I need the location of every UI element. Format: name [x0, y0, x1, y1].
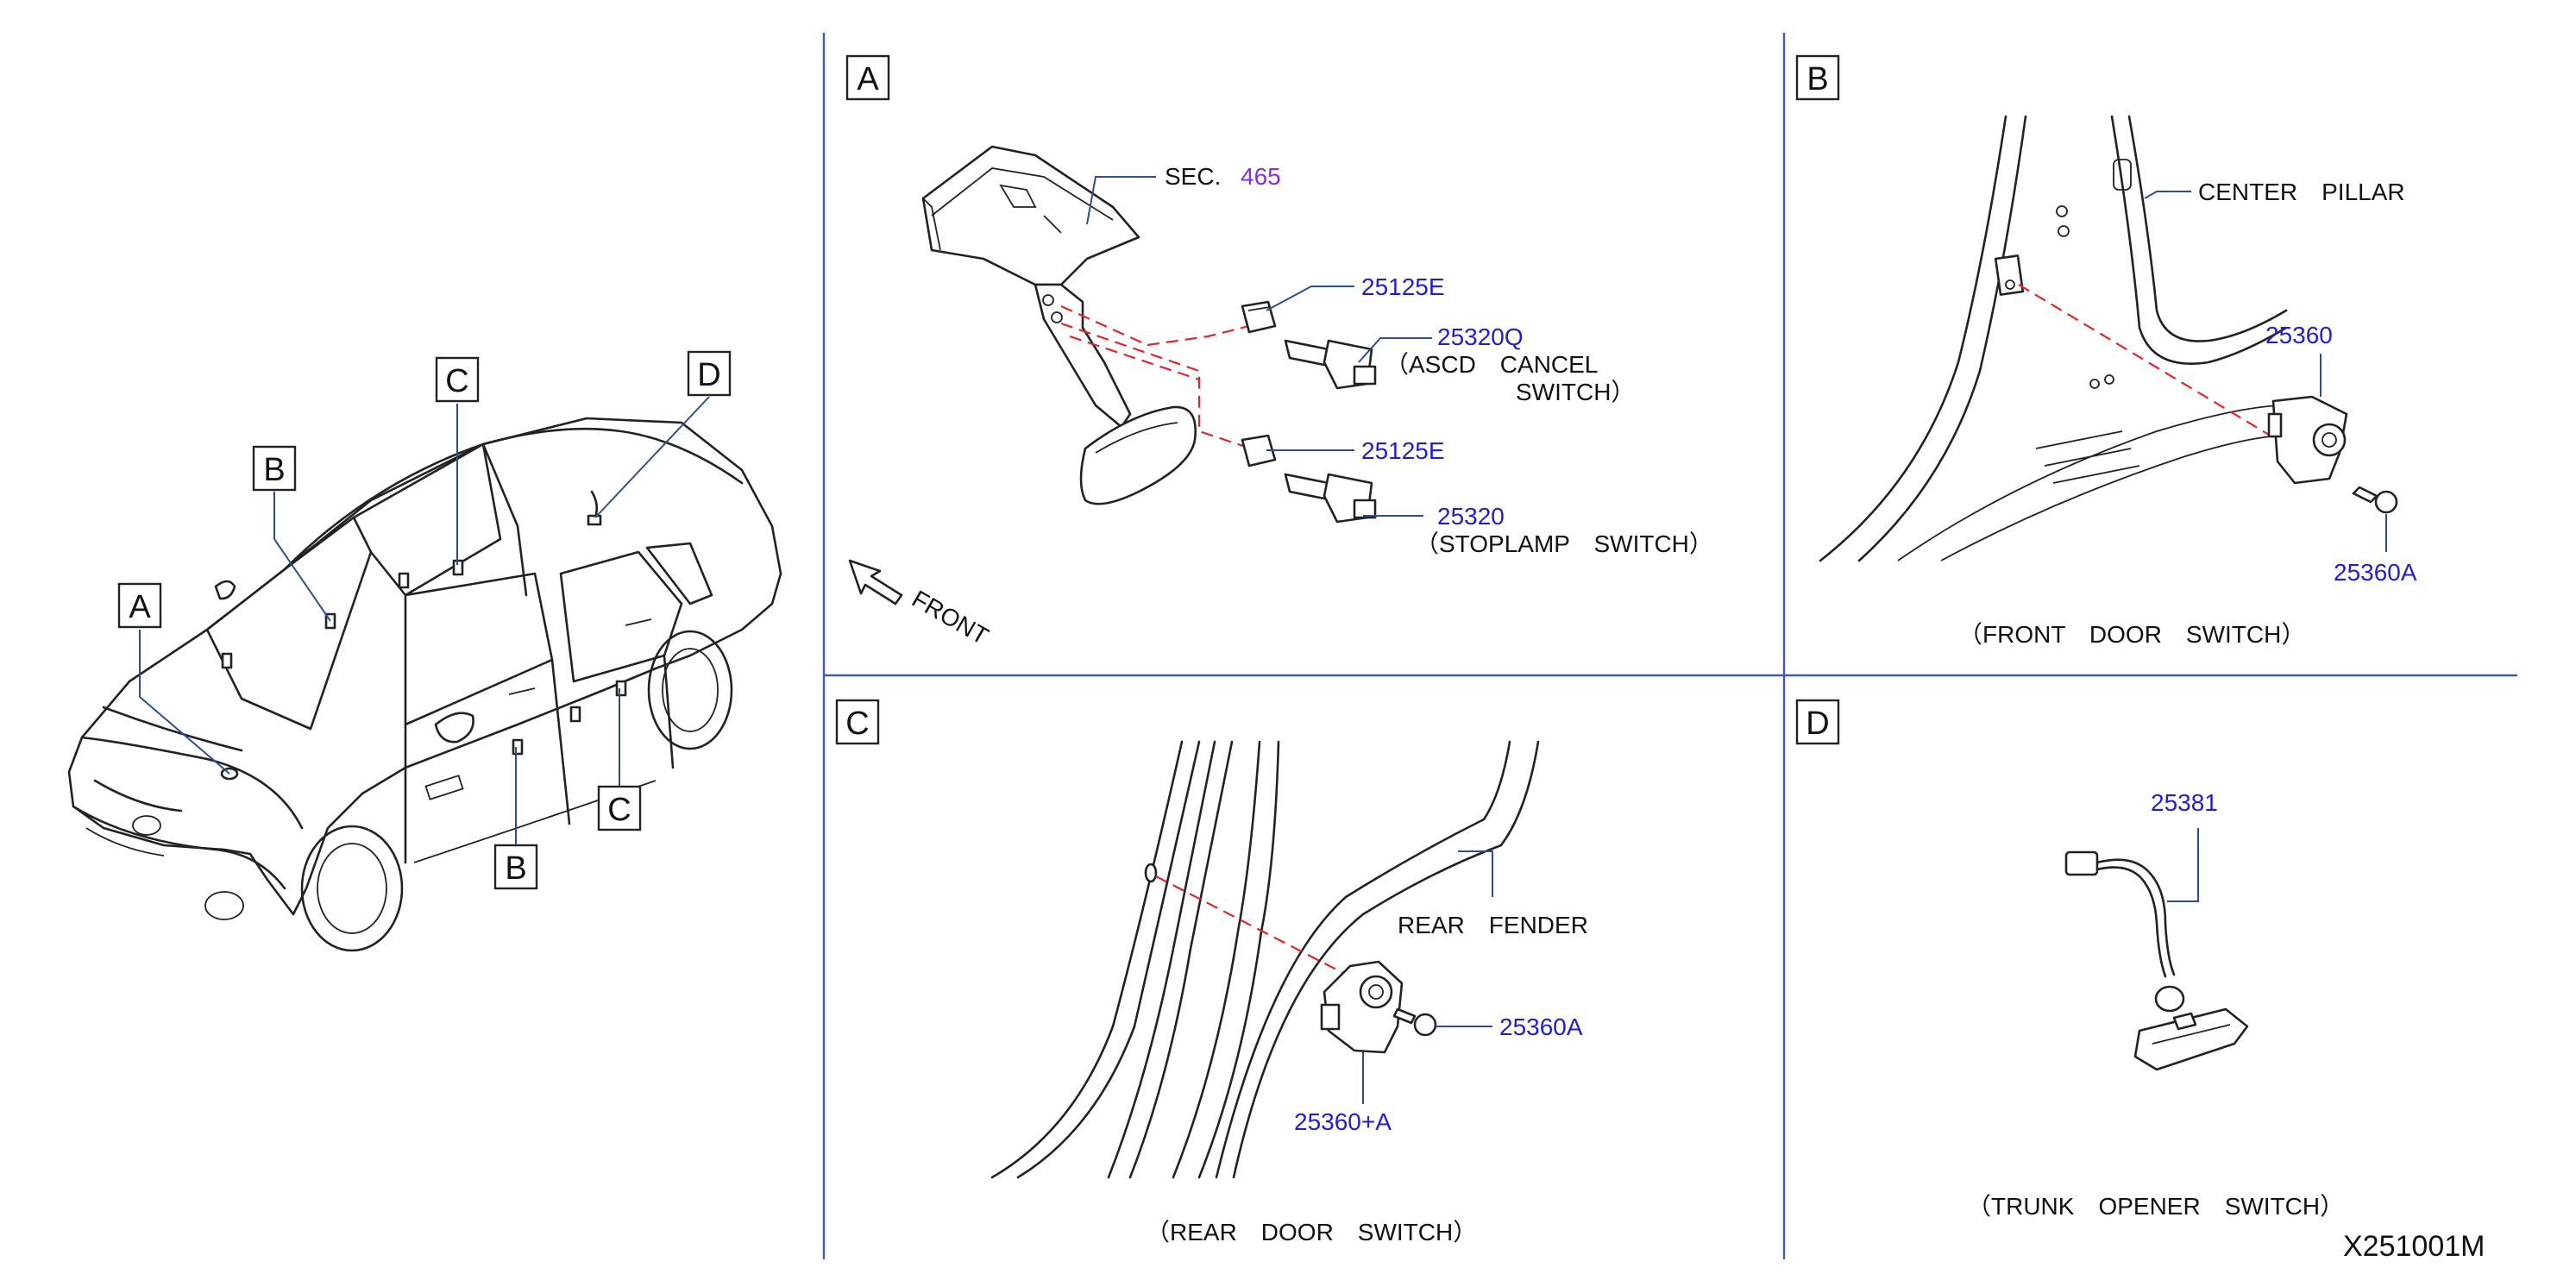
switch-25320	[1284, 473, 1377, 524]
callout-B-lower: B	[493, 844, 538, 890]
part-number-25360A-rear[interactable]: 25360A	[1499, 1013, 1583, 1040]
overview-leaders	[139, 396, 710, 845]
callout-C: C	[435, 356, 480, 403]
part-number-25320[interactable]: 25320	[1437, 503, 1505, 530]
part-number-25381[interactable]: 25381	[2151, 789, 2218, 816]
svg-text:D: D	[697, 357, 720, 393]
panel-b-guide	[2018, 284, 2278, 441]
callout-D: D	[687, 350, 732, 397]
switch-25360	[2267, 395, 2348, 485]
switch-25125E-upper	[1241, 300, 1277, 334]
panel-c-leaders	[1362, 850, 1493, 1104]
svg-text:C: C	[445, 363, 468, 399]
svg-text:B: B	[1806, 61, 1828, 97]
panel-b-leaders	[2144, 191, 2387, 552]
car-illustration	[67, 417, 782, 952]
part-number-25125E[interactable]: 25125E	[1361, 273, 1445, 300]
svg-text:D: D	[1806, 706, 1829, 742]
ascd-switch-caption: SWITCH）	[1516, 379, 1635, 405]
diagram-code: X251001M	[2343, 1230, 2485, 1263]
panel-a-guides	[1060, 304, 1265, 455]
panel-c: C REAR FENDER	[835, 699, 1588, 1245]
svg-text:B: B	[263, 452, 285, 488]
panel-c-letter-box: C	[835, 699, 880, 745]
panel-d-letter-box: D	[1795, 699, 1840, 745]
part-number-25125E-lower[interactable]: 25125E	[1361, 437, 1445, 464]
stoplamp-switch-caption: （STOPLAMP SWITCH）	[1415, 530, 1713, 557]
callout-C-lower: C	[597, 785, 642, 831]
switch-25320Q	[1284, 339, 1377, 390]
vehicle-overview: A B C D B C	[67, 350, 782, 952]
rear-fender-label: REAR FENDER	[1398, 912, 1588, 938]
switch-25125E-lower	[1241, 434, 1277, 467]
pedal-bracket-illustration	[921, 145, 1197, 505]
svg-text:A: A	[129, 589, 151, 625]
front-label: FRONT	[908, 585, 993, 649]
panel-b: B	[1795, 54, 2417, 648]
panel-b-letter-box: B	[1795, 54, 1840, 101]
ascd-cancel-switch-caption: （ASCD CANCEL	[1385, 351, 1598, 378]
front-arrow-icon	[848, 559, 903, 605]
part-number-25360A[interactable]: 25360A	[2334, 559, 2417, 586]
panel-a-leaders	[1086, 176, 1432, 517]
part-number-25360-plus-a[interactable]: 25360+A	[1294, 1108, 1392, 1135]
panel-d: D 25381 （TRUNK OPENER SWITCH）	[1795, 699, 2344, 1220]
center-pillar-illustration	[1819, 115, 2288, 562]
bolt-25360A-rear	[1392, 1007, 1437, 1037]
rear-fender-illustration	[990, 740, 1540, 1179]
bolt-25360A	[2352, 486, 2398, 514]
trunk-opener-switch-caption: （TRUNK OPENER SWITCH）	[1967, 1193, 2344, 1220]
rear-door-switch-caption: （REAR DOOR SWITCH）	[1146, 1219, 1477, 1245]
panel-dividers	[822, 33, 2517, 1259]
switch-25360-plus-a	[1320, 960, 1404, 1054]
sec-label: SEC.	[1165, 163, 1221, 190]
panel-d-leader	[2167, 828, 2199, 902]
part-number-25320Q[interactable]: 25320Q	[1437, 323, 1524, 350]
svg-text:A: A	[857, 61, 879, 97]
panel-a-letter-box: A	[845, 54, 890, 101]
svg-text:C: C	[845, 706, 869, 742]
panel-c-guide	[1155, 875, 1364, 984]
callout-A: A	[117, 582, 162, 629]
svg-text:B: B	[505, 850, 526, 887]
callout-B: B	[252, 445, 297, 492]
panel-a: A	[845, 54, 1713, 649]
front-door-switch-caption: （FRONT DOOR SWITCH）	[1958, 621, 2305, 648]
svg-text:C: C	[607, 792, 631, 828]
center-pillar-label: CENTER PILLAR	[2198, 179, 2405, 205]
sec-465-link[interactable]: 465	[1241, 163, 1281, 190]
part-number-25360[interactable]: 25360	[2265, 322, 2333, 348]
trunk-opener-switch-25381	[2064, 850, 2249, 1071]
